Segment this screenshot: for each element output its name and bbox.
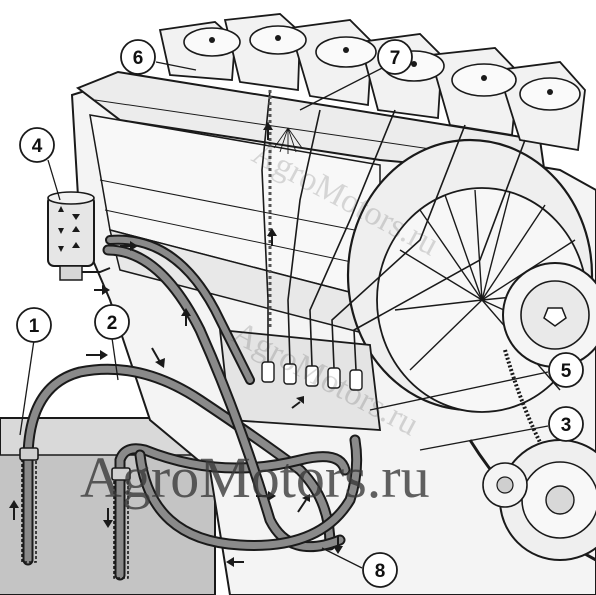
svg-text:4: 4 [32,136,43,157]
callout-3: 3 [548,406,584,442]
svg-text:3: 3 [561,415,572,436]
callout-4: 4 [19,127,55,163]
svg-text:6: 6 [133,48,144,69]
fuel-flow-arrow-icon [9,122,343,567]
svg-text:8: 8 [375,561,386,582]
fuel-filter-icon [58,206,80,252]
callout-8: 8 [362,552,398,588]
injector-spray-icon [273,127,303,154]
fuel-hoses [22,234,363,581]
svg-text:2: 2 [107,313,118,334]
fuel-filter [47,191,111,281]
callout-2: 2 [94,304,130,340]
callout-1: 1 [16,307,52,343]
svg-text:1: 1 [29,316,40,337]
callout-5: 5 [548,352,584,388]
callout-leaders [19,61,549,569]
watermark-main: AgroMotors.ru [80,445,430,510]
cooling-fan [346,138,596,562]
svg-text:5: 5 [561,361,572,382]
callout-7: 7 [377,39,413,75]
tank-pipes [19,447,131,579]
svg-text:7: 7 [390,48,401,69]
callout-6: 6 [120,39,156,75]
injection-pump [218,89,526,431]
